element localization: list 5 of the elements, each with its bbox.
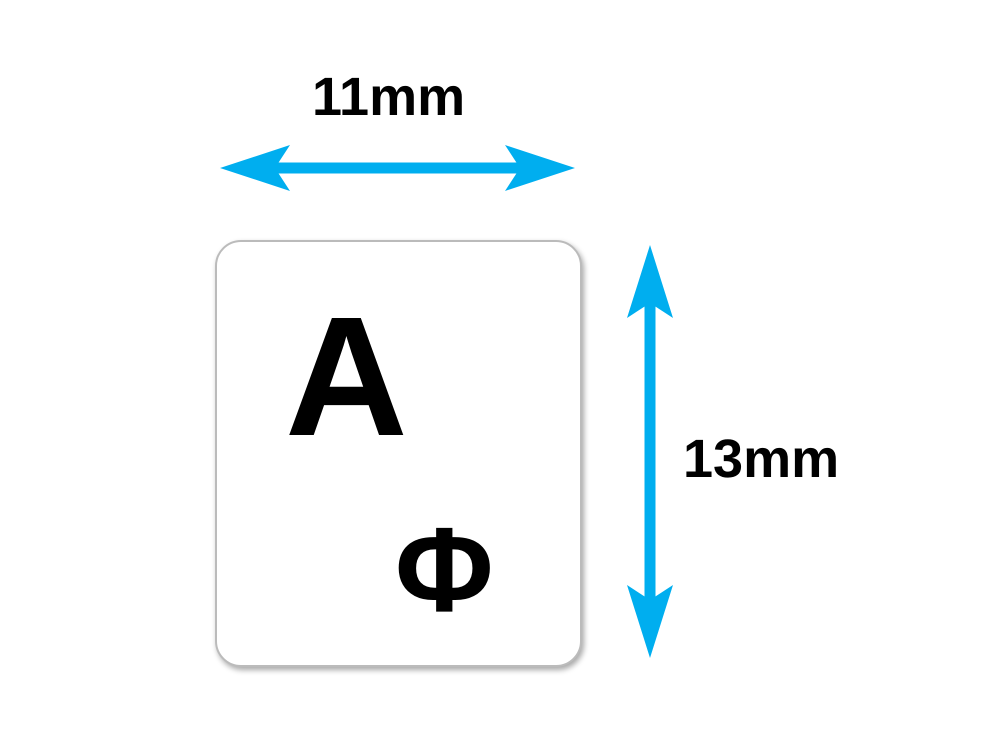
dimension-label: 11mm (312, 70, 466, 124)
key-sticker (215, 240, 582, 667)
key-letter: Φ (395, 510, 494, 630)
dimension-label: 13mm (683, 432, 840, 486)
key-letter: A (285, 292, 408, 462)
